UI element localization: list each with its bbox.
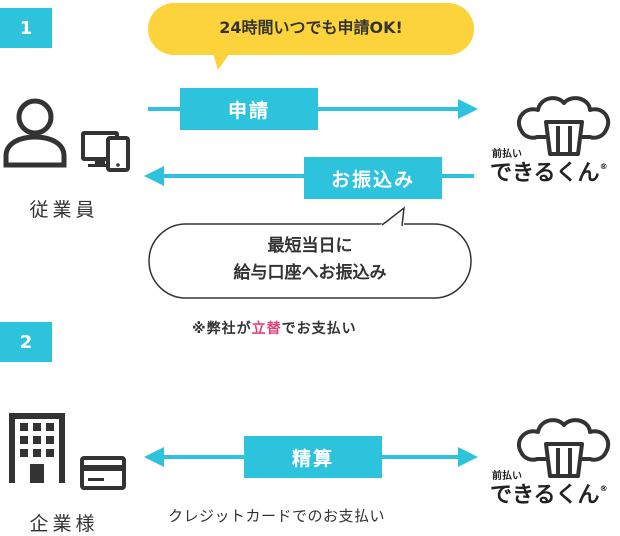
brand-name-2-text: できるくん [490,483,600,508]
brand-name-1: できるくん® [490,163,608,185]
outlined-speech-bubble [148,206,472,299]
employee-caption: 従業員 [29,199,99,221]
note-prefix: ※弊社が [192,321,252,337]
dekirukun-logo-mascot-1 [517,96,611,156]
company-caption: 企業様 [29,513,99,535]
devices-icon [81,131,130,172]
brand-prefix-2: 前払い [492,471,522,482]
settlement-label: 精算 [244,436,382,478]
apply-label: 申請 [180,88,318,130]
person-icon [3,98,67,168]
transfer-label: お振込み [304,157,442,199]
bubble-line-1: 最短当日に [267,236,353,256]
fastest-same-day-text: 最短当日に 給与口座へお振込み [149,233,471,287]
brand-prefix-1: 前払い [492,149,522,160]
building-icon [9,413,65,483]
brand-name-1-text: できるくん [490,161,600,186]
step-1-badge: 1 [0,8,52,48]
payment-note: ※弊社が立替でお支払い [192,318,357,338]
step-2-badge: 2 [0,322,52,362]
speech-24h-text: 24時間いつでも申請OK! [219,18,403,37]
brand-name-2: できるくん® [490,485,608,507]
dekirukun-logo-mascot-2 [517,418,611,478]
credit-card-icon [80,456,126,490]
brand-reg-1: ® [599,162,608,171]
bubble-line-2: 給与口座へお振込み [233,263,387,283]
yellow-speech-bubble [148,3,474,70]
note-highlight: 立替 [251,321,282,337]
brand-reg-2: ® [599,484,608,493]
note-suffix: でお支払い [281,321,357,337]
credit-card-payment-caption: クレジットカードでのお支払い [168,507,386,525]
